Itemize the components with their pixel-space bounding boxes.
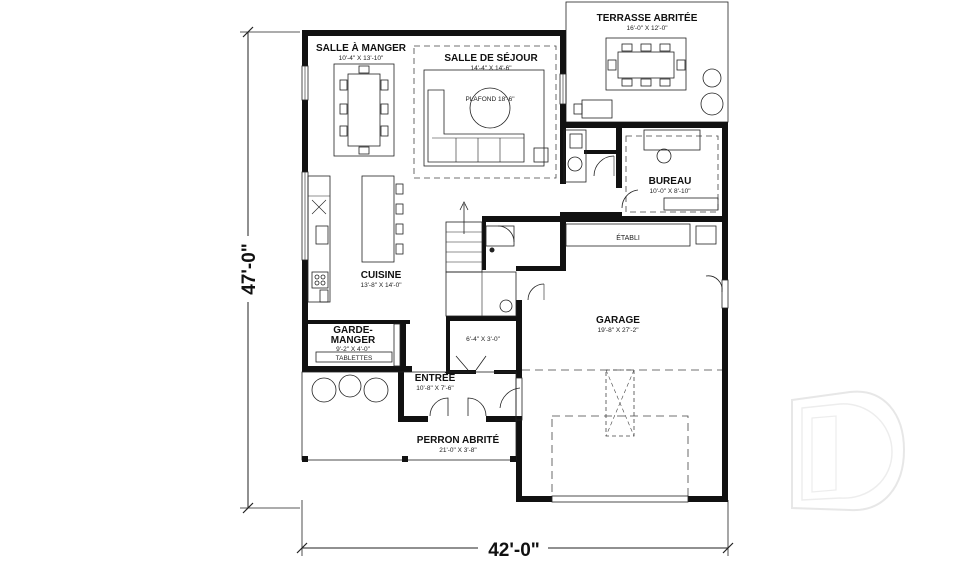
room-entree-size: 10'-8" X 7'-6"	[416, 385, 454, 392]
room-garde-manger-label-line2: MANGER	[331, 335, 376, 346]
dimension-lines	[240, 26, 734, 556]
room-garage-label: GARAGE	[596, 315, 640, 326]
room-cuisine-size: 13'-8" X 14'-0"	[360, 282, 402, 289]
room-salle-de-sejour-size: 14'-4" X 14'-6"	[470, 65, 512, 72]
room-terrasse-size: 16'-0" X 12'-0"	[626, 25, 668, 32]
shelves-label: TABLETTES	[336, 355, 373, 362]
room-bureau-label: BUREAU	[649, 176, 692, 187]
room-salle-a-manger-label: SALLE À MANGER	[316, 41, 407, 54]
room-bureau-size: 10'-0" X 8'-10"	[649, 188, 691, 195]
room-labels: SALLE À MANGER 10'-4" X 13'-10" SALLE DE…	[316, 11, 698, 454]
room-entree-label: ENTRÉE	[415, 371, 456, 384]
room-perron-label: PERRON ABRITÉ	[417, 433, 500, 446]
room-salle-de-sejour-label: SALLE DE SÉJOUR	[444, 51, 538, 64]
width-dimension: 42'-0"	[488, 540, 540, 561]
room-garde-manger-label-line1: GARDE-	[333, 325, 372, 336]
room-garage-size: 19'-8" X 27'-2"	[597, 327, 639, 334]
room-salle-a-manger-size: 10'-4" X 13'-10"	[339, 55, 384, 62]
room-cuisine-label: CUISINE	[361, 270, 402, 281]
ceiling-height-label: PLAFOND 18'-6"	[465, 96, 515, 103]
watermark-logo	[791, 390, 906, 512]
room-garde-manger-size: 9'-2" X 4'-0"	[336, 346, 371, 353]
room-perron-size: 21'-0" X 3'-8"	[439, 447, 477, 454]
room-terrasse-label: TERRASSE ABRITÉE	[597, 11, 698, 24]
depth-dimension: 47'-0"	[239, 243, 260, 295]
closet-size: 6'-4" X 3'-0"	[466, 336, 501, 343]
walls	[302, 30, 728, 502]
workbench-label: ÉTABLI	[616, 233, 640, 242]
